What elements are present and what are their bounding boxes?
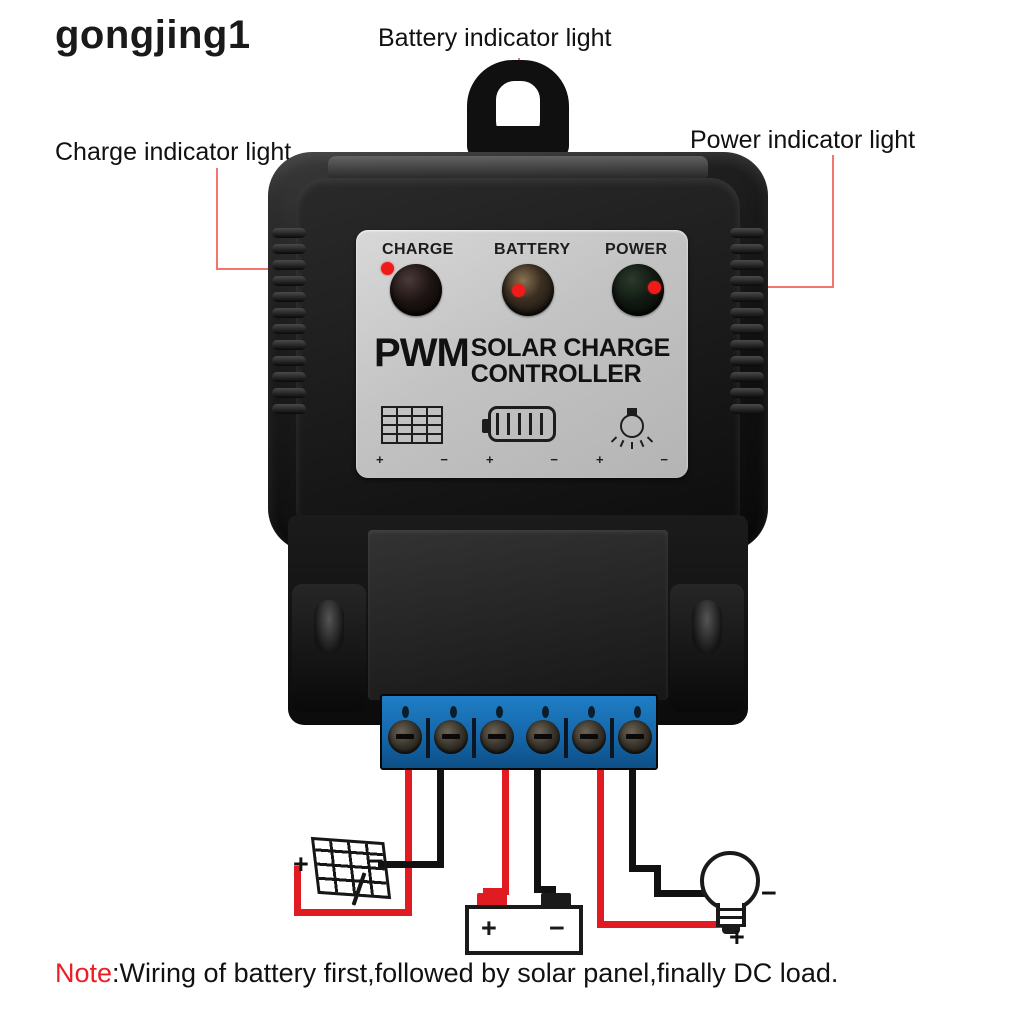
load-minus-sign: − <box>660 452 668 467</box>
legend-load: + − <box>586 406 678 467</box>
leader-line-charge-vertical <box>216 168 218 269</box>
wire-battery-negative-drop <box>534 770 541 890</box>
load-plus-label: + <box>729 922 745 952</box>
front-label-panel: CHARGE BATTERY POWER PWM SOLAR CHARGE CO… <box>356 230 688 478</box>
mounting-flange-left <box>292 584 366 712</box>
flange-notch-left <box>314 600 344 654</box>
load-minus-label: − <box>761 878 777 908</box>
solar-panel-symbol <box>300 836 400 910</box>
wire-battery-positive-drop <box>502 770 509 893</box>
solar-charge-controller-device: CHARGE BATTERY POWER PWM SOLAR CHARGE CO… <box>268 60 768 770</box>
terminal-screw-load-negative[interactable] <box>618 720 652 754</box>
terminal-screw-solar-positive[interactable] <box>388 720 422 754</box>
brand-pwm: PWM <box>374 331 470 375</box>
mounting-flange-right <box>670 584 744 712</box>
battery-positive-terminal <box>477 893 507 908</box>
brand-subtitle: SOLAR CHARGE CONTROLLER <box>469 334 670 388</box>
legend-load-polarity: + − <box>586 452 678 467</box>
led-label-charge: CHARGE <box>382 241 454 258</box>
legend-battery: + − <box>476 406 568 467</box>
controller-lower-face <box>368 530 668 700</box>
leader-dot-battery <box>512 284 525 297</box>
led-label-power: POWER <box>605 241 668 258</box>
battery-negative-terminal <box>541 893 571 908</box>
battery-icon <box>482 406 556 442</box>
battery-plus-sign: + <box>486 452 494 467</box>
cooling-fins-right <box>730 228 764 428</box>
legend-solar: + − <box>366 406 458 467</box>
bulb-glass <box>620 414 644 438</box>
wire-load-negative-step-down <box>654 865 661 893</box>
wire-battery-negative-run <box>534 886 556 893</box>
wire-solar-negative-run <box>378 861 444 868</box>
flange-notch-right <box>692 600 722 654</box>
battery-case <box>465 905 583 955</box>
wire-solar-positive-rise <box>294 866 301 916</box>
wire-load-positive-drop <box>597 770 604 921</box>
callout-charge-indicator: Charge indicator light <box>55 138 292 166</box>
battery-minus-label: − <box>549 913 565 943</box>
bulb-contact-tip <box>722 925 740 934</box>
wire-battery-positive-run <box>483 888 509 895</box>
battery-plus-label: + <box>481 913 497 943</box>
terminal-block <box>380 694 658 770</box>
solar-minus-label: − <box>368 846 384 876</box>
battery-level-bars <box>496 413 548 435</box>
solar-minus-sign: − <box>440 452 448 467</box>
terminal-screw-battery-negative[interactable] <box>526 720 560 754</box>
battery-led <box>502 264 554 316</box>
solar-panel-icon <box>381 406 443 444</box>
leader-line-power-vertical <box>832 155 834 287</box>
terminal-screw-load-positive[interactable] <box>572 720 606 754</box>
wire-solar-negative-drop <box>437 770 444 868</box>
load-bulb-symbol <box>694 851 772 937</box>
bulb-glass-envelope <box>700 851 760 911</box>
watermark-text: gongjing1 <box>55 13 251 57</box>
note-body: :Wiring of battery first,followed by sol… <box>112 958 839 988</box>
legend-battery-polarity: + − <box>476 452 568 467</box>
battery-minus-sign: − <box>550 452 558 467</box>
charge-led <box>390 264 442 316</box>
leader-dot-power <box>648 281 661 294</box>
wire-solar-positive-bottom <box>294 909 412 916</box>
leader-dot-charge <box>381 262 394 275</box>
brand-subtitle-line2: CONTROLLER <box>470 360 642 388</box>
solar-plus-sign: + <box>376 452 384 467</box>
note-text: Note:Wiring of battery first,followed by… <box>55 958 838 989</box>
solar-plus-label: + <box>293 849 309 879</box>
led-label-battery: BATTERY <box>494 241 571 258</box>
brand-subtitle-line1: SOLAR CHARGE <box>470 334 670 362</box>
brand-row: PWM SOLAR CHARGE CONTROLLER <box>356 331 688 388</box>
terminal-screw-solar-negative[interactable] <box>434 720 468 754</box>
wire-load-negative-run <box>654 890 718 897</box>
wire-load-positive-bottom <box>597 921 733 928</box>
callout-power-indicator: Power indicator light <box>690 126 916 154</box>
legend-solar-polarity: + − <box>366 452 458 467</box>
shell-top-lip <box>328 156 708 178</box>
terminal-legend-row: + − + − <box>356 406 688 470</box>
wire-load-negative-step <box>629 865 661 872</box>
mounting-tab-foot <box>473 126 559 156</box>
bulb-cap <box>627 408 637 416</box>
terminal-screw-battery-positive[interactable] <box>480 720 514 754</box>
load-bulb-icon <box>607 406 657 449</box>
cooling-fins-left <box>272 228 306 428</box>
battery-symbol: + − <box>465 893 583 955</box>
wire-solar-positive-drop <box>405 770 412 916</box>
bulb-screw-base <box>716 903 746 927</box>
callout-battery-indicator: Battery indicator light <box>378 24 612 52</box>
wire-load-negative-drop <box>629 770 636 868</box>
note-keyword: Note <box>55 958 113 988</box>
load-plus-sign: + <box>596 452 604 467</box>
